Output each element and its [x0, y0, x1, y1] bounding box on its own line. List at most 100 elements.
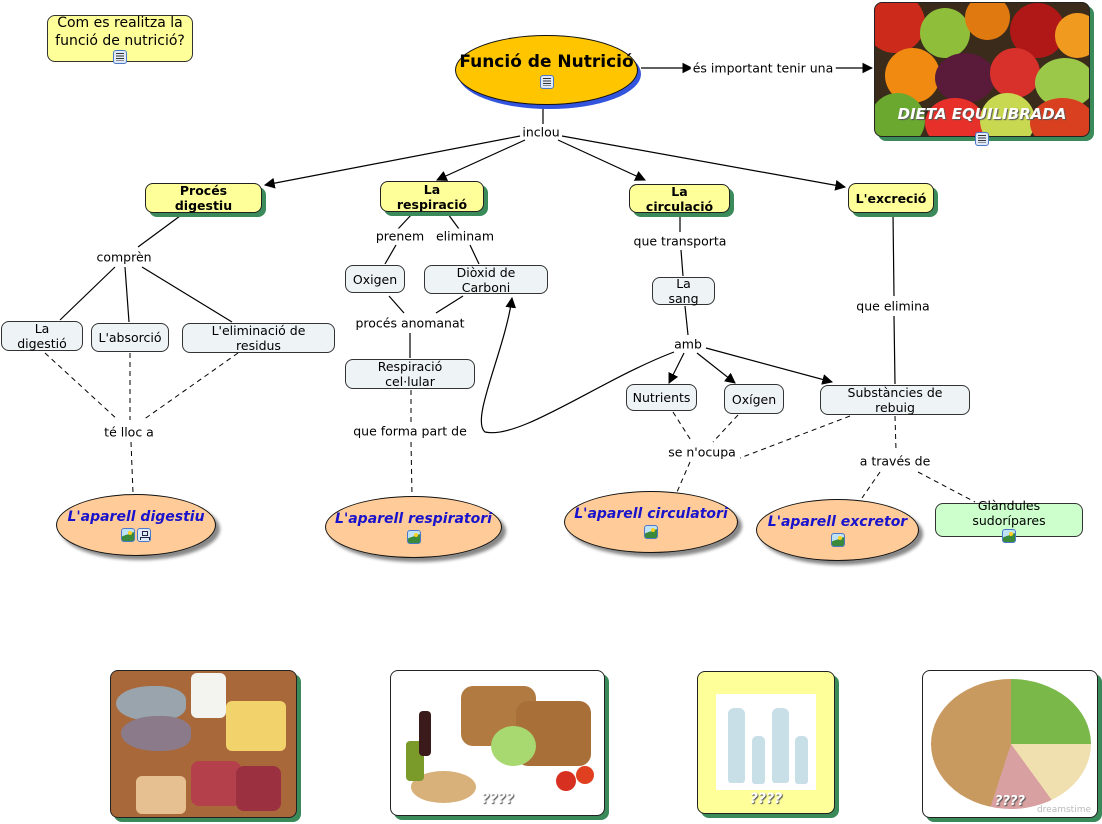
- subconcept-blood[interactable]: La sang: [652, 276, 715, 306]
- carbon-dioxide-label: Diòxid de Carboni: [456, 264, 516, 295]
- root-node-nutrition-function[interactable]: Funció de Nutrició: [455, 35, 638, 105]
- link-label-eliminate: eliminam: [433, 228, 497, 244]
- watermark: dreamstime: [1036, 805, 1091, 815]
- link-includes-digestive: [263, 135, 521, 189]
- link-excretion-eliminates: [892, 213, 895, 297]
- subconcept-sweat-glands[interactable]: Glàndules sudorípares: [935, 498, 1083, 543]
- link-eliminates-waste: [893, 315, 896, 385]
- document-icon[interactable]: [539, 74, 554, 89]
- link-respiration-eliminate: [447, 213, 460, 230]
- photo-caption-vegetables: ????: [481, 791, 514, 807]
- link-label-take: prenem: [373, 228, 427, 244]
- sweat-glands-label: Glàndules sudorípares: [972, 497, 1046, 528]
- nutrients-label: Nutrients: [632, 390, 691, 405]
- link-with-waste: [705, 347, 834, 385]
- link-comprises-digestion: [59, 266, 116, 321]
- link-digestion-takesplace: [44, 352, 119, 421]
- subconcept-cellular-respiration[interactable]: Respiració cel·lular: [345, 359, 475, 389]
- water-bottles-photo[interactable]: ????: [697, 671, 835, 814]
- image-icon[interactable]: [121, 527, 135, 542]
- link-partof-respiratory-system: [410, 441, 413, 496]
- concept-excretion[interactable]: L'excreció: [848, 183, 934, 213]
- system-circulatory[interactable]: L'aparell circulatori: [564, 491, 738, 553]
- link-with-oxygen: [696, 352, 736, 384]
- circulation-label: La circulació: [645, 183, 714, 214]
- oxygen-intake-label: Oxigen: [352, 271, 398, 287]
- photo-caption-food-wheel: ????: [994, 794, 1026, 809]
- image-icon[interactable]: [830, 532, 845, 547]
- link-handles-circulatory-system: [676, 461, 691, 493]
- link-with-co2-curve: [480, 296, 675, 434]
- link-eliminate-co2: [469, 244, 480, 265]
- link-through-excretory-system: [861, 471, 881, 499]
- digestion-label: La digestió: [17, 321, 67, 351]
- link-blood-with: [684, 305, 689, 336]
- concept-circulation[interactable]: La circulació: [629, 183, 730, 214]
- subconcept-oxygen-intake[interactable]: Oxigen: [345, 265, 405, 293]
- absorption-label: L'absorció: [98, 330, 162, 345]
- image-icon[interactable]: [644, 524, 658, 539]
- link-label-part-of: que forma part de: [351, 423, 469, 439]
- subconcept-digestion[interactable]: La digestió: [1, 321, 83, 351]
- cellular-respiration-label: Respiració cel·lular: [377, 359, 443, 389]
- root-label: Funció de Nutrició: [459, 51, 634, 72]
- link-includes-circulation: [557, 139, 646, 181]
- concept-digestive-process[interactable]: Procés digestiu: [145, 183, 262, 213]
- link-label-handles: se n'ocupa: [666, 444, 738, 460]
- subconcept-nutrients[interactable]: Nutrients: [626, 384, 697, 411]
- diet-icons: [975, 132, 989, 146]
- link-nutrients-handles: [672, 411, 693, 443]
- link-label-comprises: comprèn: [94, 249, 154, 265]
- subconcept-carbon-dioxide[interactable]: Diòxid de Carboni: [424, 264, 548, 295]
- link-label-transports: que transporta: [631, 233, 729, 249]
- balanced-diet-photo-node[interactable]: DIETA EQUILIBRADA: [874, 2, 1090, 137]
- system-digestive[interactable]: L'aparell digestiu: [56, 494, 216, 556]
- image-icon[interactable]: [406, 529, 421, 544]
- system-respiratory[interactable]: L'aparell respiratori: [325, 496, 502, 558]
- link-takesplace-digestive-system: [130, 441, 134, 494]
- document-icon[interactable]: [113, 49, 127, 64]
- link-through-glands: [917, 471, 976, 503]
- system-excretory[interactable]: L'aparell excretor: [756, 499, 919, 561]
- concept-respiration[interactable]: La respiració: [380, 181, 484, 212]
- link-waste-handles: [739, 415, 851, 459]
- vegetable-basket-photo[interactable]: ????: [390, 670, 605, 816]
- link-take-oxygen: [384, 244, 397, 265]
- link-oxygen-process: [388, 295, 405, 314]
- waste-elimination-label: L'eliminació de residus: [211, 323, 306, 353]
- digestive-label: Procés digestiu: [174, 183, 233, 213]
- protein-foods-photo[interactable]: [110, 670, 297, 818]
- document-icon[interactable]: [975, 132, 989, 146]
- link-co2-process: [435, 295, 464, 314]
- food-wheel-photo[interactable]: ???? dreamstime: [922, 670, 1098, 818]
- subconcept-waste-substances[interactable]: Substàncies de rebuig: [820, 385, 970, 415]
- concept-map-icon[interactable]: [137, 527, 151, 542]
- blood-label: La sang: [668, 276, 699, 306]
- link-digestive-comprises: [137, 215, 181, 248]
- link-label-includes: inclou: [520, 124, 562, 140]
- subconcept-absorption[interactable]: L'absorció: [91, 323, 169, 352]
- link-with-nutrients: [668, 352, 685, 384]
- link-transport-blood: [680, 249, 684, 277]
- diet-label: DIETA EQUILIBRADA: [897, 105, 1067, 123]
- question-label: Com es realitza la funció de nutrició?: [55, 14, 185, 49]
- link-label-process-named: procés anomanat: [353, 315, 467, 331]
- link-label-through: a través de: [857, 453, 933, 469]
- oxygen-carried-label: Oxígen: [731, 391, 777, 407]
- question-node[interactable]: Com es realitza la funció de nutrició?: [47, 14, 193, 64]
- subconcept-oxygen-carried[interactable]: Oxígen: [724, 384, 784, 414]
- image-icon[interactable]: [1002, 528, 1016, 543]
- waste-substances-label: Substàncies de rebuig: [847, 385, 943, 415]
- link-respiration-take: [397, 213, 413, 230]
- respiration-label: La respiració: [396, 181, 468, 212]
- link-label-eliminates: que elimina: [854, 298, 932, 314]
- digestive-system-label: L'aparell digestiu: [67, 508, 205, 525]
- circulatory-system-label: L'aparell circulatori: [574, 505, 728, 522]
- link-label-with: amb: [672, 336, 704, 352]
- link-includes-respiration: [436, 139, 526, 181]
- link-elimination-takesplace: [142, 352, 239, 421]
- respiratory-system-label: L'aparell respiratori: [335, 510, 492, 527]
- subconcept-waste-elimination[interactable]: L'eliminació de residus: [182, 323, 335, 353]
- excretory-system-label: L'aparell excretor: [767, 513, 908, 530]
